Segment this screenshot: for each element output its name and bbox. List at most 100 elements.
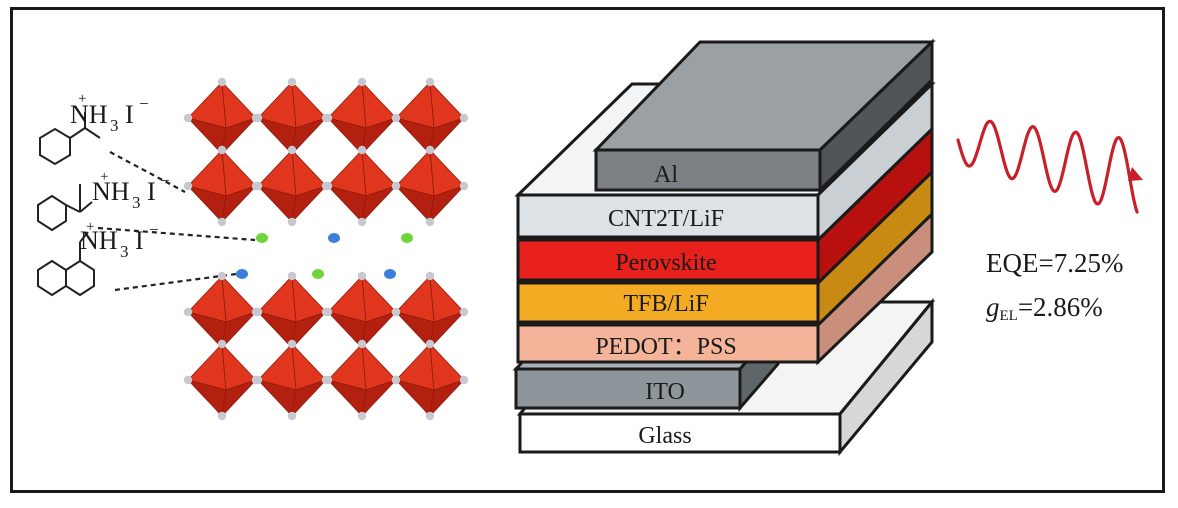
perovskite-octahedra-lattice <box>183 77 469 421</box>
octahedron <box>256 80 327 156</box>
lattice-node <box>253 375 263 385</box>
pointer-line-2 <box>97 226 256 242</box>
octahedron <box>186 342 257 418</box>
spacer-ion <box>256 233 268 243</box>
lattice-node <box>217 145 227 155</box>
octahedron <box>326 148 397 224</box>
g-symbol: g <box>986 292 1000 322</box>
phenyl-ring-1 <box>39 127 71 166</box>
lattice-node <box>323 113 333 123</box>
layer-al: Al <box>592 38 936 194</box>
bond <box>65 204 81 213</box>
lattice-node <box>287 339 297 349</box>
lattice-node <box>459 113 469 123</box>
lattice-node <box>459 375 469 385</box>
lattice-node <box>425 339 435 349</box>
lattice-node <box>357 77 367 87</box>
cation-3-sub: 3 <box>120 242 129 261</box>
eqe-value: EQE=7.25% <box>986 248 1123 278</box>
octahedron <box>256 274 327 350</box>
octahedron <box>326 274 397 350</box>
spacer-ion <box>384 269 396 279</box>
cation-3-plus: + <box>86 219 94 235</box>
lattice-node <box>287 411 297 421</box>
lattice-node <box>357 339 367 349</box>
lattice-node <box>459 181 469 191</box>
lattice-node <box>357 145 367 155</box>
lattice-node <box>425 271 435 281</box>
cation-1-plus: + <box>78 91 86 107</box>
octahedron <box>394 80 465 156</box>
octahedron <box>186 148 257 224</box>
lattice-node <box>183 113 193 123</box>
bond <box>79 231 89 243</box>
spacer-ions <box>236 233 413 279</box>
cation-2-minus: − <box>160 171 170 190</box>
layer-tfb: TFB/LiF <box>516 168 934 329</box>
g-subscript: EL <box>1000 308 1018 324</box>
label-cnt: CNT2T/LiF <box>608 206 724 232</box>
lattice-node <box>459 307 469 317</box>
lattice-node <box>253 181 263 191</box>
label-pedot: PEDOT：PSS <box>595 334 736 360</box>
lattice-node <box>357 411 367 421</box>
octahedron-face <box>221 185 257 224</box>
lattice-node <box>323 181 333 191</box>
octahedron-face <box>361 185 397 224</box>
cation-2: + NH 3 I − <box>37 169 170 232</box>
octahedron-face <box>291 379 327 418</box>
octahedron-face <box>361 379 397 418</box>
lattice-node <box>425 145 435 155</box>
bond <box>84 127 101 139</box>
octahedron-face <box>221 379 257 418</box>
cation-2-plus: + <box>100 169 108 185</box>
octahedron <box>326 342 397 418</box>
lattice-node <box>287 77 297 87</box>
al-front <box>594 148 822 192</box>
octahedron <box>256 342 327 418</box>
g-number: =2.86% <box>1018 292 1103 322</box>
octahedron-face <box>221 311 257 350</box>
lattice-node <box>323 375 333 385</box>
naphthyl-ring-b <box>65 259 95 297</box>
label-glass: Glass <box>638 423 691 449</box>
lattice-node <box>217 77 227 87</box>
lattice-node <box>425 411 435 421</box>
octahedron <box>394 274 465 350</box>
ito-front <box>514 367 742 410</box>
cation-3-amine: NH <box>80 226 118 255</box>
lattice-node <box>391 181 401 191</box>
cation-1-amine: NH <box>70 100 108 129</box>
label-al: Al <box>654 162 678 188</box>
lattice-node <box>183 181 193 191</box>
lattice-node <box>391 307 401 317</box>
cation-1-minus: − <box>139 94 149 113</box>
cation-1: + NH 3 I − <box>39 91 149 166</box>
cation-3: + NH 3 I − <box>37 219 159 297</box>
cation-3-minus: − <box>149 220 159 239</box>
label-perovskite: Perovskite <box>615 250 716 276</box>
layer-perovskite: Perovskite <box>516 125 934 287</box>
bond <box>79 201 93 213</box>
lattice-node <box>287 271 297 281</box>
wave-arrowhead <box>1128 167 1143 181</box>
octahedron-face <box>361 311 397 350</box>
lattice-node <box>323 307 333 317</box>
lattice-node <box>425 77 435 87</box>
emission-wave <box>956 119 1143 214</box>
lattice-node <box>183 307 193 317</box>
cnt-front <box>516 193 820 239</box>
label-tfb: TFB/LiF <box>623 291 708 317</box>
layer-pedot: PEDOT：PSS <box>516 210 934 366</box>
naphthyl-ring-a <box>37 259 67 297</box>
pedot-front <box>516 323 820 364</box>
pointer-line-3 <box>114 272 237 292</box>
phenyl-ring-2 <box>37 194 67 232</box>
spacer-ion <box>401 233 413 243</box>
octahedron-face <box>429 185 465 224</box>
lattice-node <box>217 217 227 227</box>
spacer-ion <box>312 269 324 279</box>
octahedron <box>186 80 257 156</box>
lattice-node <box>253 307 263 317</box>
lattice-node <box>287 217 297 227</box>
